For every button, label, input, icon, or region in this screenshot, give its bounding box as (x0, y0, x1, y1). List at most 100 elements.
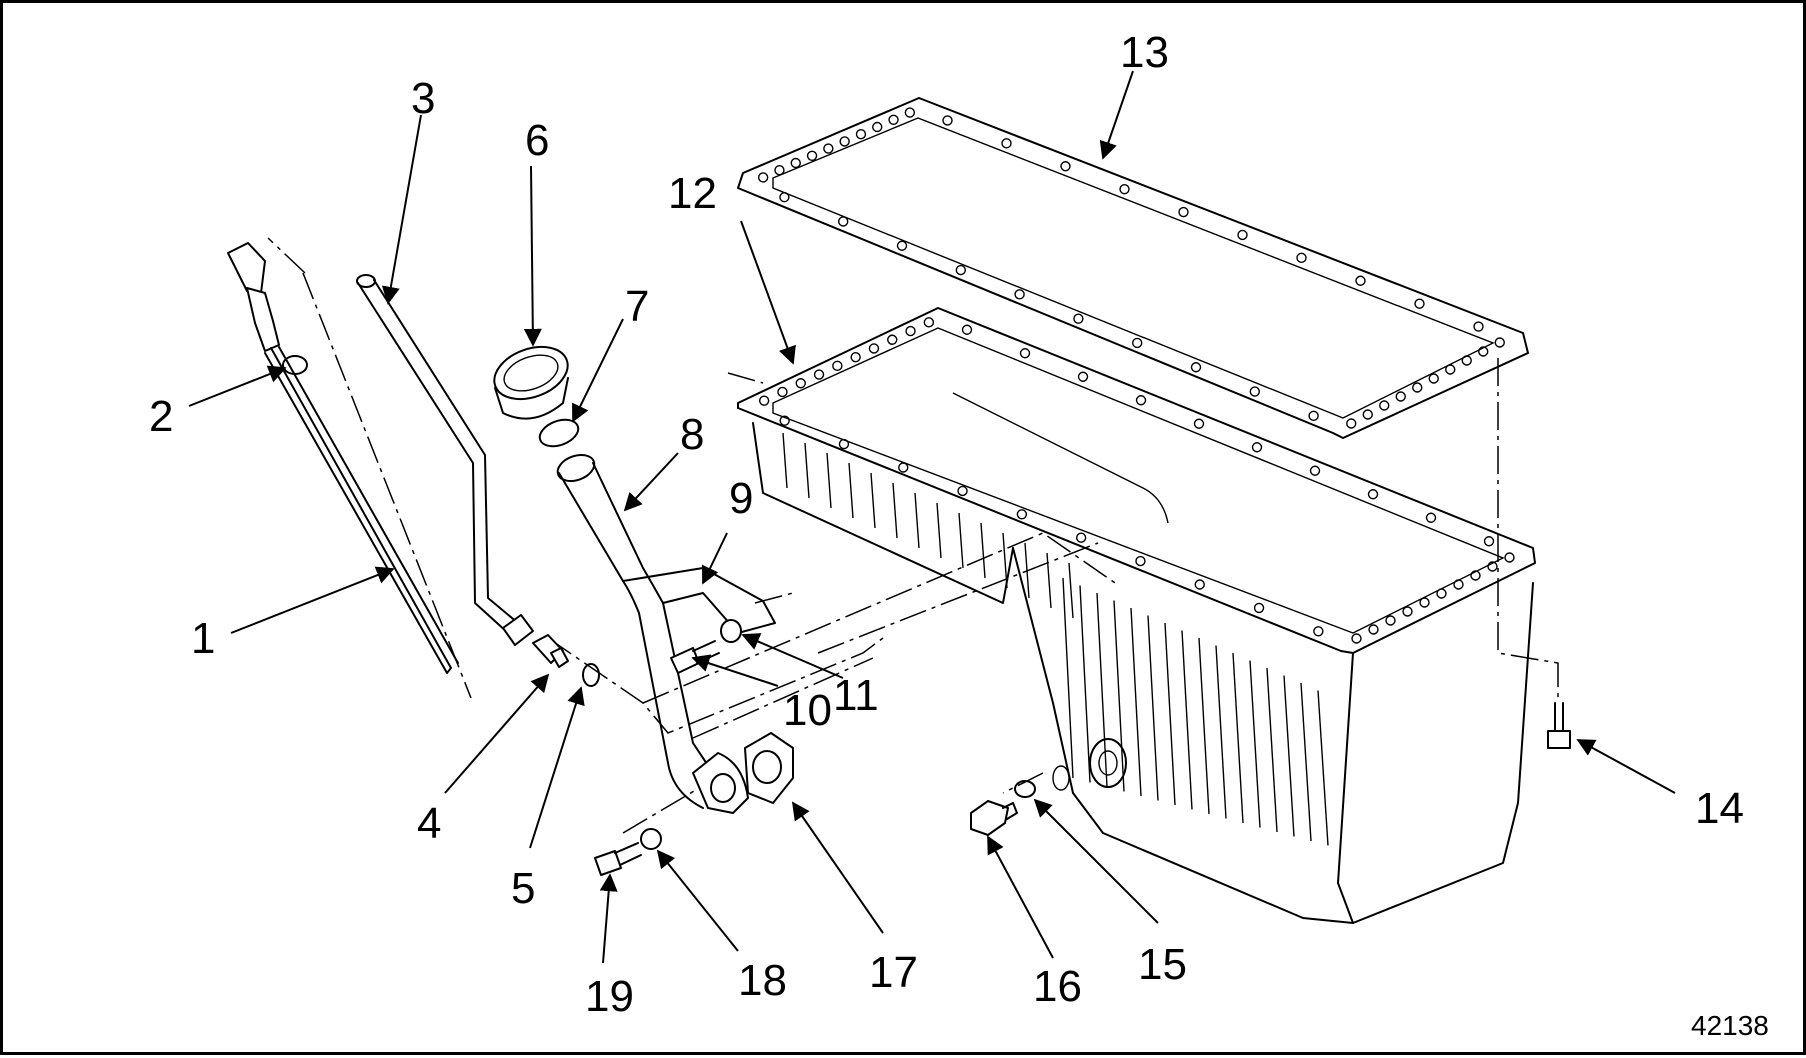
flange-washer (640, 828, 662, 850)
callout-8: 8 (680, 410, 704, 459)
pan-rib (1164, 622, 1176, 806)
pan-rib (892, 482, 898, 539)
bolt-hole (1367, 489, 1379, 500)
bolt-hole (905, 325, 916, 337)
pan-rib (1068, 562, 1074, 619)
callout-10: 10 (783, 686, 832, 735)
bolt-hole (1385, 615, 1396, 626)
pan-rib (958, 512, 964, 569)
bolt-hole (898, 462, 909, 473)
tube-adapter (532, 634, 569, 668)
bolt-hole (1131, 337, 1143, 349)
flange-bolt (594, 842, 642, 876)
callout-1: 1 (191, 614, 215, 663)
callout-3: 3 (411, 74, 435, 123)
bolt-hole (1001, 138, 1012, 149)
bolt-hole (1308, 410, 1319, 422)
o-ring (582, 663, 600, 687)
dipstick-tube (356, 274, 534, 646)
bolt-hole (1436, 588, 1447, 599)
bolt-hole (1309, 465, 1321, 476)
bolt-hole (955, 264, 966, 276)
drain-plug (970, 800, 1018, 836)
bolt-hole (888, 114, 899, 126)
pan-rib (870, 472, 876, 529)
bolt-hole (1419, 597, 1430, 608)
callout-18: 18 (738, 956, 787, 1005)
callout-19: 19 (585, 972, 634, 1021)
bolt-hole (1075, 532, 1087, 543)
bolt-hole (1077, 371, 1089, 382)
bolt-hole (774, 164, 785, 176)
bolt-hole (1249, 386, 1261, 397)
bolt-hole (1016, 509, 1028, 520)
bolt-hole (1178, 206, 1189, 218)
bolt-hole (923, 317, 935, 328)
bolt-hole (813, 369, 825, 380)
bolt-hole (855, 128, 867, 140)
pan-rib (1317, 690, 1329, 846)
bracket-washer (720, 619, 742, 643)
diagram-canvas: 1 2 3 4 5 6 7 8 9 10 11 12 13 14 15 16 1… (149, 28, 1769, 1041)
callout-15: 15 (1138, 940, 1187, 989)
bolt-hole (1355, 275, 1366, 286)
pan-rib (936, 502, 942, 559)
callout-2: 2 (149, 392, 173, 441)
bolt-hole (1194, 579, 1205, 590)
pan-rib (1266, 667, 1278, 833)
pan-rib (1147, 615, 1159, 801)
dipstick (227, 242, 459, 674)
bolt-hole (1362, 409, 1373, 420)
leader-arrows (188, 70, 1676, 964)
bolt-hole (1368, 624, 1379, 635)
bolt-hole (868, 343, 880, 354)
bolt-hole (1473, 321, 1484, 332)
fill-tube-gasket (744, 732, 794, 804)
oil-pan (737, 307, 1536, 924)
bolt-hole (1190, 362, 1202, 373)
callout-12: 12 (668, 169, 717, 218)
bolt-hole (957, 485, 968, 497)
tube-seal (493, 345, 569, 420)
bolt-hole (1296, 252, 1307, 264)
bolt-hole (795, 378, 806, 389)
bolt-hole (779, 191, 790, 203)
pan-rib (804, 442, 810, 499)
pan-rib (1130, 607, 1142, 797)
bolt-hole (1412, 382, 1423, 393)
bolt-hole (823, 143, 834, 154)
bolt-hole (1351, 633, 1362, 644)
callout-5: 5 (511, 864, 535, 913)
oil-fill-tube (556, 453, 776, 814)
callout-14: 14 (1695, 784, 1744, 833)
bolt-hole (1414, 298, 1425, 309)
bolt-hole (1483, 536, 1495, 547)
bolt-hole (777, 386, 788, 398)
bolt-hole (1494, 337, 1505, 348)
oil-pan-gasket (737, 97, 1529, 439)
bolt-hole (1470, 570, 1481, 581)
bolt-hole (1425, 512, 1437, 523)
callout-16: 16 (1033, 962, 1082, 1011)
bolt-hole (1237, 229, 1248, 241)
pan-rib (1249, 660, 1261, 828)
bolt-hole (942, 115, 953, 126)
bolt-hole (850, 351, 861, 363)
bolt-hole (1073, 313, 1084, 324)
assembly-centerlines (267, 237, 1559, 834)
bolt-hole (1504, 552, 1515, 563)
callout-6: 6 (525, 116, 549, 165)
pan-rib (1198, 637, 1210, 815)
pan-rib (1079, 585, 1091, 783)
bolt-hole (1251, 442, 1263, 453)
bolt-hole (1060, 161, 1071, 172)
bolt-hole (779, 415, 790, 426)
bolt-hole (1487, 561, 1498, 572)
callout-numbers: 1 2 3 4 5 6 7 8 9 10 11 12 13 14 15 16 1… (149, 28, 1769, 1041)
pan-rib (1181, 630, 1193, 810)
bolt-hole (961, 324, 973, 335)
bolt-hole (1135, 555, 1146, 567)
pan-rib (1232, 652, 1244, 824)
bolt-hole (1019, 348, 1031, 359)
